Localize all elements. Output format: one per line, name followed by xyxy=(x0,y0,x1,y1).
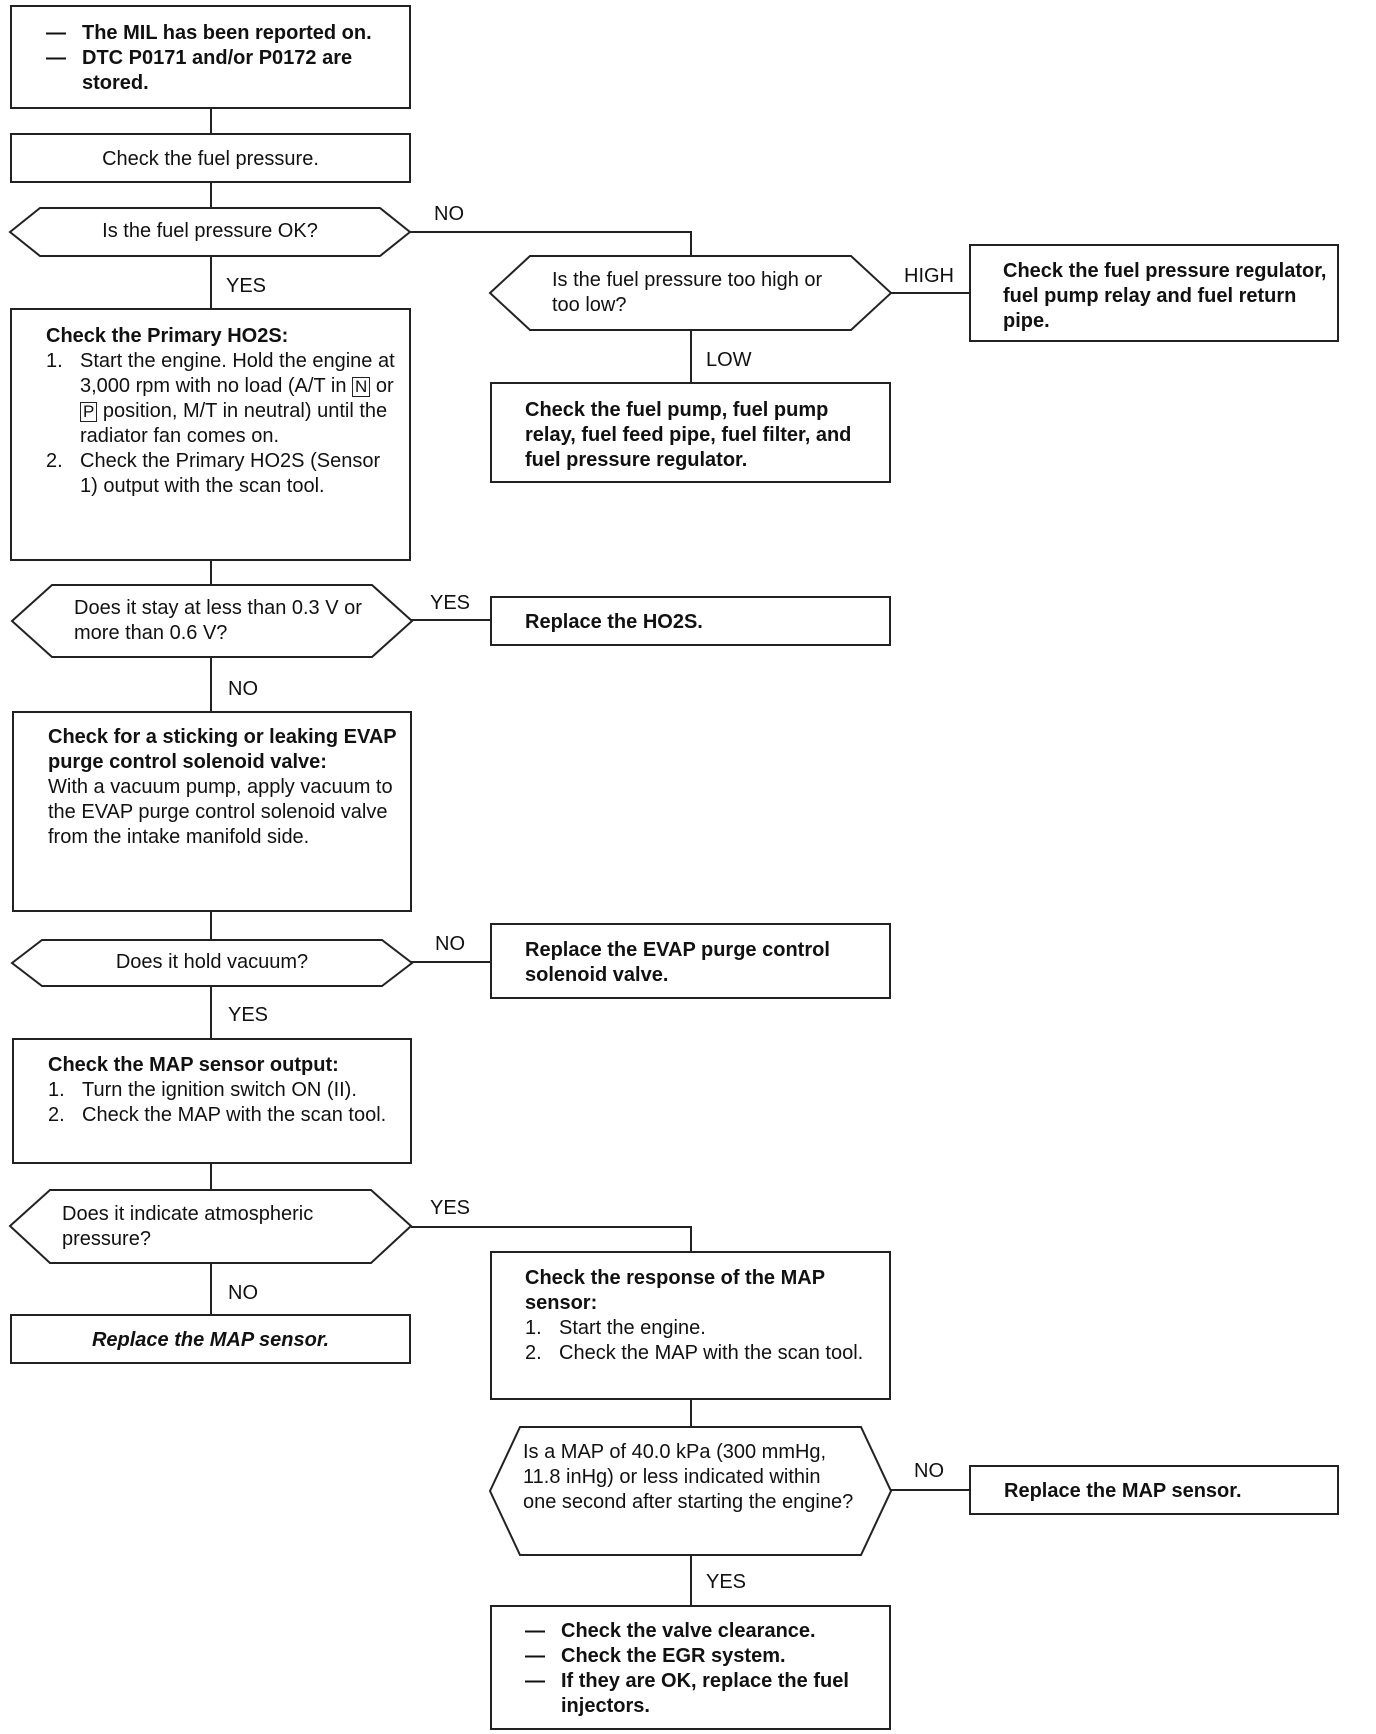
decision-map-value: Is a MAP of 40.0 kPa (300 mmHg, 11.8 inH… xyxy=(488,1426,893,1556)
step-text: Check the MAP with the scan tool. xyxy=(82,1104,387,1126)
edge-label-yes: YES xyxy=(430,592,471,614)
fix-high-text: Check the fuel pressure regulator, fuel … xyxy=(1003,260,1327,332)
decision-high-low-text: Is the fuel pressure too high or too low… xyxy=(552,269,823,316)
check-evap-body: With a vacuum pump, apply vacuum to the … xyxy=(48,776,393,848)
fix-low-text: Check the fuel pump, fuel pump relay, fu… xyxy=(525,399,852,471)
fix-high-box: Check the fuel pressure regulator, fuel … xyxy=(969,244,1339,342)
step-text: position, M/T in neutral) until the radi… xyxy=(80,400,388,447)
check-ho2s-content: Check the Primary HO2S: 1. Start the engi… xyxy=(46,324,396,499)
check-map-response-step-1: 1. Start the engine. xyxy=(525,1316,875,1341)
decision-atmospheric: Does it indicate atmospheric pressure? xyxy=(8,1189,413,1264)
step-text: Start the engine. xyxy=(559,1317,706,1339)
edge-label-high: HIGH xyxy=(904,265,954,287)
check-map-title: Check the MAP sensor output: xyxy=(48,1054,339,1076)
check-fuel-pressure-box: Check the fuel pressure. xyxy=(10,133,411,183)
edge-label-low: LOW xyxy=(706,349,752,371)
start-line-1: The MIL has been reported on. xyxy=(46,21,396,46)
gear-n-key: N xyxy=(352,377,371,397)
final-box: Check the valve clearance. Check the EGR… xyxy=(490,1605,891,1730)
edge-label-no: NO xyxy=(228,1282,258,1304)
edge-label-yes: YES xyxy=(228,1004,269,1026)
edge-label-no: NO xyxy=(435,933,465,955)
final-line-2: Check the EGR system. xyxy=(525,1644,875,1669)
fix-evap-box: Replace the EVAP purge control solenoid … xyxy=(490,923,891,999)
check-map-response-step-2: 2. Check the MAP with the scan tool. xyxy=(525,1341,875,1366)
gear-p-key: P xyxy=(80,402,98,422)
fix-evap-text: Replace the EVAP purge control solenoid … xyxy=(525,939,830,986)
check-ho2s-title: Check the Primary HO2S: xyxy=(46,325,289,347)
check-map-content: Check the MAP sensor output: 1. Turn the … xyxy=(48,1053,398,1128)
fix-ho2s-text: Replace the HO2S. xyxy=(525,611,703,633)
fix-map-box: Replace the MAP sensor. xyxy=(969,1465,1339,1515)
step-number: 1. xyxy=(48,1079,65,1101)
check-map-step-1: 1. Turn the ignition switch ON (II). xyxy=(48,1078,398,1103)
edge-label-no: NO xyxy=(434,203,464,225)
check-evap-box: Check for a sticking or leaking EVAP pur… xyxy=(12,711,412,912)
final-line-1: Check the valve clearance. xyxy=(525,1619,875,1644)
fix-map-text: Replace the MAP sensor. xyxy=(1004,1480,1242,1502)
check-map-box: Check the MAP sensor output: 1. Turn the … xyxy=(12,1038,412,1164)
decision-voltage: Does it stay at less than 0.3 V or more … xyxy=(10,584,414,658)
connector xyxy=(410,231,692,255)
decision-vacuum: Does it hold vacuum? xyxy=(10,939,414,987)
fix-map-box: Replace the MAP sensor. xyxy=(10,1314,411,1364)
start-box: The MIL has been reported on. DTC P0171 … xyxy=(10,5,411,109)
check-map-response-title: Check the response of the MAP sensor: xyxy=(525,1267,825,1314)
step-number: 1. xyxy=(525,1317,542,1339)
check-ho2s-step-1: 1. Start the engine. Hold the engine at 3… xyxy=(46,349,396,449)
step-number: 2. xyxy=(46,450,63,472)
check-evap-title: Check for a sticking or leaking EVAP pur… xyxy=(48,726,397,773)
step-number: 1. xyxy=(46,350,63,372)
step-text: Turn the ignition switch ON (II). xyxy=(82,1079,357,1101)
edge-label-yes: YES xyxy=(430,1197,471,1219)
step-text-or: or xyxy=(375,375,394,397)
edge-label-no: NO xyxy=(914,1460,944,1482)
decision-atmospheric-text: Does it indicate atmospheric pressure? xyxy=(62,1203,314,1250)
decision-vacuum-text: Does it hold vacuum? xyxy=(115,951,309,973)
edge-label-no: NO xyxy=(228,678,258,700)
decision-fuel-ok-text: Is the fuel pressure OK? xyxy=(102,220,318,242)
fix-low-box: Check the fuel pump, fuel pump relay, fu… xyxy=(490,382,891,483)
decision-map-value-text: Is a MAP of 40.0 kPa (300 mmHg, 11.8 inH… xyxy=(523,1441,854,1513)
step-number: 2. xyxy=(48,1104,65,1126)
edge-label-yes: YES xyxy=(706,1571,747,1593)
step-text: Start the engine. Hold the engine at 3,0… xyxy=(80,350,395,397)
start-line-2: DTC P0171 and/or P0172 are stored. xyxy=(46,46,396,96)
connector xyxy=(411,1226,692,1251)
check-ho2s-box: Check the Primary HO2S: 1. Start the engi… xyxy=(10,308,411,561)
edge-label-yes: YES xyxy=(226,275,267,297)
step-number: 2. xyxy=(525,1342,542,1364)
check-map-response-box: Check the response of the MAP sensor: 1.… xyxy=(490,1251,891,1400)
step-text: Check the MAP with the scan tool. xyxy=(559,1342,864,1364)
decision-high-low: Is the fuel pressure too high or too low… xyxy=(488,255,893,331)
check-fuel-pressure-text: Check the fuel pressure. xyxy=(102,148,319,170)
check-ho2s-step-2: 2. Check the Primary HO2S (Sensor 1) outp… xyxy=(46,449,396,499)
fix-map-text: Replace the MAP sensor. xyxy=(91,1329,330,1351)
check-evap-content: Check for a sticking or leaking EVAP pur… xyxy=(48,725,398,850)
check-map-response-content: Check the response of the MAP sensor: 1.… xyxy=(525,1266,875,1366)
final-line-3: If they are OK, replace the fuel injecto… xyxy=(525,1669,875,1719)
decision-voltage-text: Does it stay at less than 0.3 V or more … xyxy=(74,597,362,644)
fix-ho2s-box: Replace the HO2S. xyxy=(490,596,891,646)
check-map-step-2: 2. Check the MAP with the scan tool. xyxy=(48,1103,398,1128)
step-text: Check the Primary HO2S (Sensor 1) output… xyxy=(80,450,381,497)
decision-fuel-ok: Is the fuel pressure OK? xyxy=(8,207,412,257)
